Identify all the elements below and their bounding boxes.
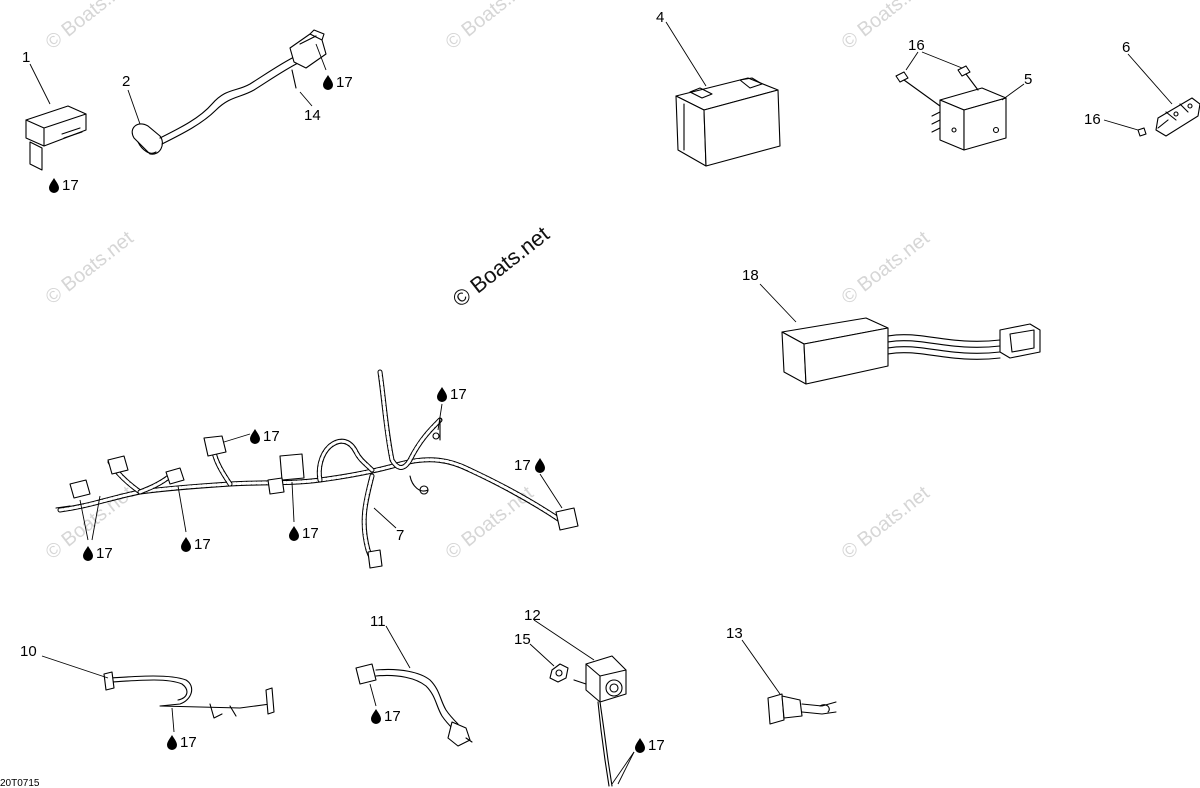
lubricant-ref: 17 — [384, 708, 401, 725]
callout-15: 15 — [514, 631, 531, 648]
lubricant-ref: 17 — [96, 545, 113, 562]
callout-1: 1 — [22, 49, 30, 66]
callout-16: 16 — [1084, 111, 1101, 128]
lubricant-ref: 17 — [648, 737, 665, 754]
watermark-text: © Boats.net — [838, 227, 934, 309]
lubricant-ref: 17 — [62, 177, 79, 194]
lubricant-drop-icon — [83, 546, 93, 561]
lubricant-ref: 17 — [263, 428, 280, 445]
lubricant-ref: 17 — [336, 74, 353, 91]
watermark-text: © Boats.net — [442, 482, 538, 564]
callout-18: 18 — [742, 267, 759, 284]
lubricant-ref: 17 — [450, 386, 467, 403]
lubricant-drop-icon — [535, 458, 545, 473]
callout-16: 16 — [908, 37, 925, 54]
callout-6: 6 — [1122, 39, 1130, 56]
callout-5: 5 — [1024, 71, 1032, 88]
watermark-text: © Boats.net — [838, 482, 934, 564]
callout-2: 2 — [122, 73, 130, 90]
lubricant-drop-icon — [323, 75, 333, 90]
part-10-cable: 10 17 — [20, 643, 275, 751]
part-12-ignition-switch: 12 15 17 — [514, 607, 665, 787]
lubricant-drop-icon — [371, 709, 381, 724]
lubricant-ref: 17 — [302, 525, 319, 542]
lubricant-drop-icon — [181, 537, 191, 552]
lubricant-drop-icon — [437, 387, 447, 402]
lubricant-ref: 17 — [180, 734, 197, 751]
part-5-module: 16 5 — [895, 37, 1032, 151]
part-7-wiring-harness: 7 17 17 17 17 17 17 — [55, 369, 579, 569]
lubricant-drop-icon — [289, 526, 299, 541]
part-11-sensor-cable: 11 17 — [355, 613, 473, 747]
lubricant-drop-icon — [250, 429, 260, 444]
part-6-bracket: 6 16 — [1084, 39, 1200, 137]
drawing-code: 20T0715 — [0, 778, 40, 788]
callout-13: 13 — [726, 625, 743, 642]
callout-4: 4 — [656, 9, 664, 26]
lubricant-ref: 17 — [194, 536, 211, 553]
callout-12: 12 — [524, 607, 541, 624]
watermark-text: © Boats.net — [42, 227, 138, 309]
lubricant-drop-icon — [167, 735, 177, 750]
lubricant-ref-left: 17 — [514, 457, 531, 474]
watermark-text: © Boats.net — [442, 0, 538, 54]
callout-14: 14 — [304, 107, 321, 124]
callout-10: 10 — [20, 643, 37, 660]
part-4-battery: 4 — [656, 9, 781, 167]
part-2-sensor-cable: 2 14 17 — [122, 29, 353, 155]
lubricant-drop-icon — [635, 738, 645, 753]
lubricant-drop-icon — [49, 178, 59, 193]
part-13-switch: 13 — [726, 625, 837, 725]
callout-11: 11 — [370, 613, 386, 630]
part-18-module: 18 — [742, 267, 1041, 385]
callout-7: 7 — [396, 527, 404, 544]
watermark-text: © Boats.net — [42, 0, 138, 54]
part-1-connector: 1 17 — [22, 49, 87, 194]
watermark-main: © Boats.net — [448, 221, 554, 312]
